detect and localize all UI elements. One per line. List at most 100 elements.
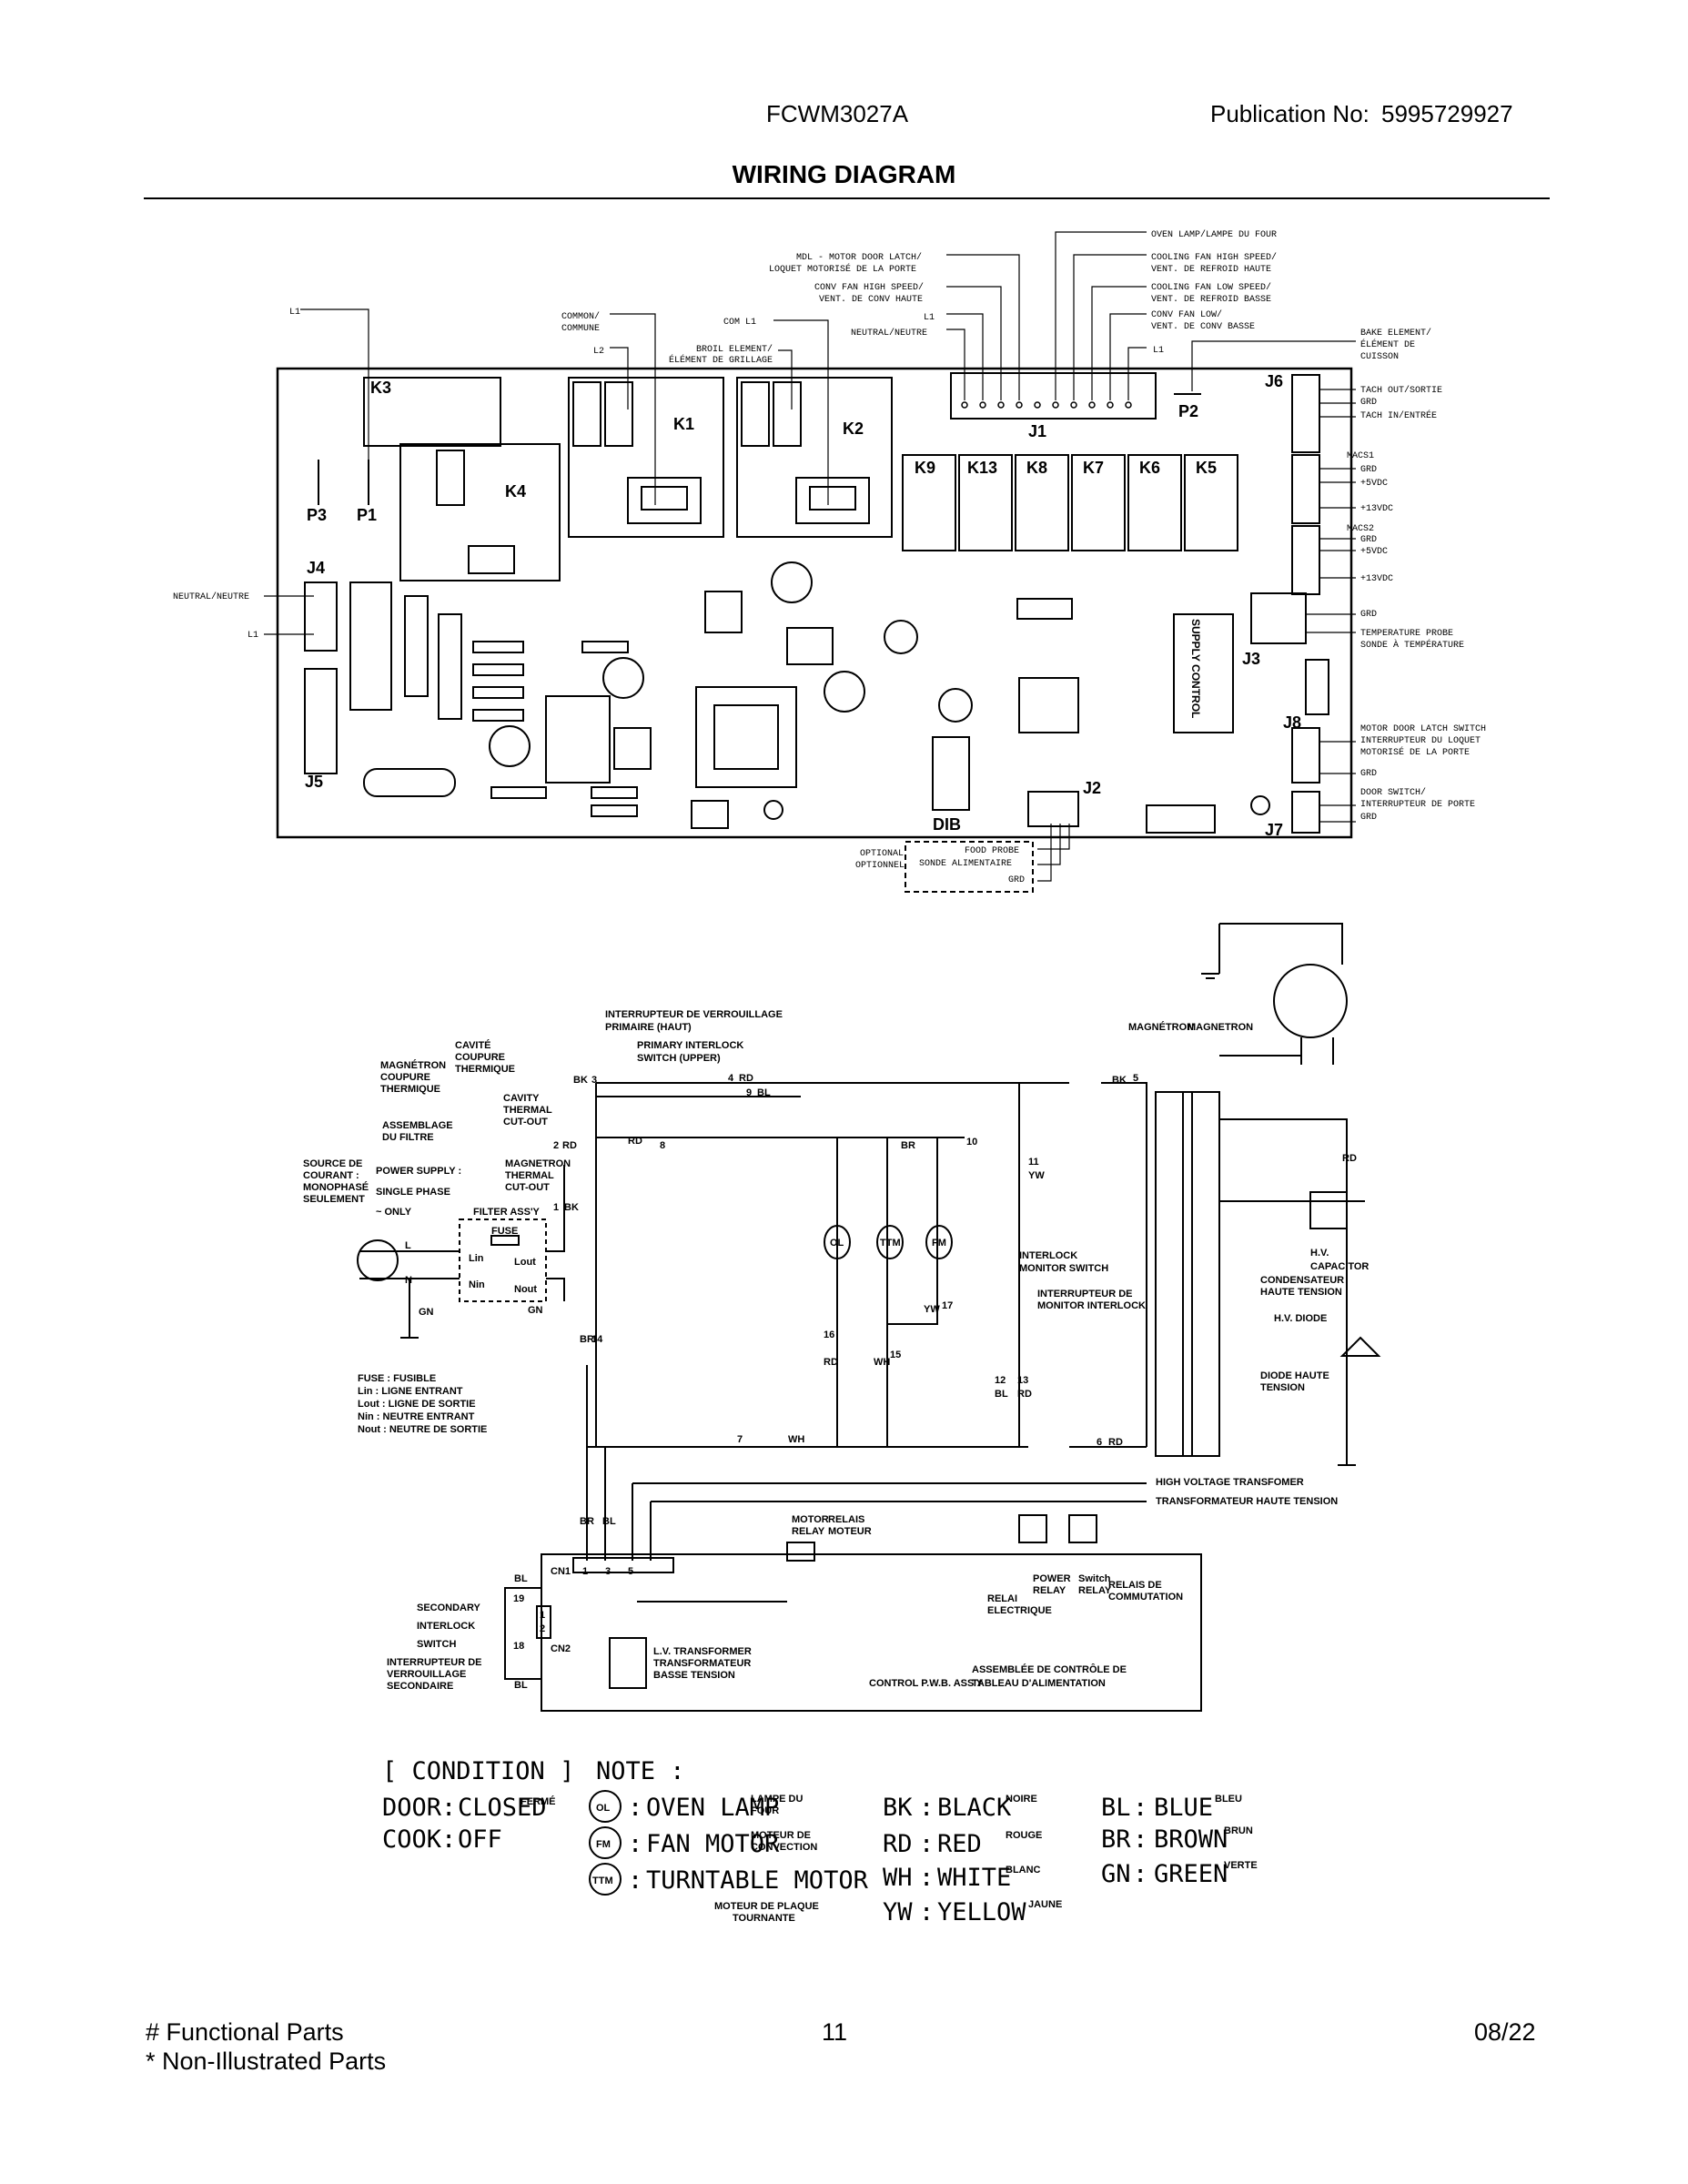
diagram-label: INTERRUPTEUR DE VERROUILLAGE [605, 1009, 783, 1020]
diagram-label: VENT. DE CONV HAUTE [819, 295, 923, 305]
publication-label: Publication No: [1210, 100, 1370, 127]
diagram-label: 12 [995, 1375, 1006, 1386]
diagram-label: RD [1342, 1153, 1357, 1164]
diagram-label: INTERLOCK [417, 1621, 475, 1632]
diagram-label: BL [514, 1680, 528, 1691]
diagram-label: BL [1101, 1794, 1131, 1822]
diagram-label: BL [514, 1573, 528, 1584]
diagram-label: OPTIONAL [860, 849, 904, 859]
diagram-label: BLUE [1154, 1794, 1213, 1822]
diagram-label: DOOR [382, 1794, 442, 1822]
relay-k7 [1071, 454, 1126, 551]
connector-j1 [950, 372, 1157, 420]
diagram-label: Nin [469, 1279, 485, 1290]
relay-k9 [902, 454, 956, 551]
diagram-label: BK [564, 1202, 579, 1213]
diagram-label: MAGNÉTRON [380, 1059, 446, 1071]
magnetron-symbol [1273, 964, 1348, 1038]
diagram-label: CAVITÉ [455, 1039, 491, 1051]
diagram-label: CLOSED [458, 1794, 547, 1822]
diagram-label: GRD [1360, 398, 1377, 408]
diagram-label: BK [573, 1075, 588, 1086]
diagram-label: 16 [824, 1330, 834, 1340]
diagram-label: YW [1028, 1170, 1045, 1181]
diagram-label: GRD [1360, 465, 1377, 475]
diagram-label: CONDENSATEUR [1260, 1275, 1344, 1286]
diagram-label: : [919, 1794, 934, 1822]
diagram-label: CONVECTION [751, 1842, 817, 1853]
diagram-label: POWER [1033, 1573, 1071, 1584]
diagram-label: COUPURE [455, 1052, 505, 1063]
connector-j7 [1291, 791, 1320, 834]
diagram-label: YELLOW [937, 1898, 1026, 1926]
diagram-label: COM L1 [723, 318, 756, 328]
diagram-label: +5VDC [1360, 479, 1388, 489]
diagram-label: 17 [942, 1300, 953, 1311]
diagram-label: RD [562, 1140, 577, 1151]
diagram-label: : [919, 1864, 934, 1892]
diagram-label: INTERRUPTEUR DE PORTE [1360, 800, 1475, 810]
relay-label-k1: K1 [673, 415, 694, 433]
diagram-label: BK [1112, 1075, 1127, 1086]
diagram-label: 14 [591, 1334, 603, 1345]
diagram-label: OL [596, 1803, 611, 1814]
connector-label-j5: J5 [305, 773, 323, 791]
diagram-label: GRD [1360, 535, 1377, 545]
diagram-label: BROIL ELEMENT/ [696, 344, 773, 355]
diagram-label: YW [883, 1898, 913, 1926]
diagram-label: L1 [1153, 346, 1164, 356]
diagram-label: OVEN LAMP [646, 1794, 779, 1822]
footer-non-illustrated-parts: * Non-Illustrated Parts [146, 2048, 387, 2075]
diagram-label: L.V. TRANSFORMER [653, 1646, 752, 1657]
diagram-label: VERROUILLAGE [387, 1669, 466, 1680]
diagram-label: MONOPHASÉ [303, 1181, 369, 1193]
diagram-label: Nin : NEUTRE ENTRANT [358, 1411, 475, 1422]
diagram-label: WH [874, 1357, 890, 1368]
diagram-label: SOURCE DE [303, 1158, 362, 1169]
diagram-label: : [1133, 1825, 1147, 1854]
diagram-label: 13 [1017, 1375, 1028, 1386]
diagram-label: VENT. DE REFROID BASSE [1151, 295, 1271, 305]
diagram-label: LAMPE DU [751, 1794, 804, 1805]
legend: [ CONDITION ] DOOR : CLOSED FERMÉ COOK :… [382, 1757, 685, 1854]
page-title: WIRING DIAGRAM [732, 160, 956, 188]
diagram-label: TACH OUT/SORTIE [1360, 385, 1442, 396]
diagram-label: TURNTABLE MOTOR [646, 1866, 869, 1895]
diagram-label: : [441, 1825, 456, 1854]
diagram-label: RELAIS [828, 1514, 864, 1525]
relay-label-k8: K8 [1026, 459, 1047, 477]
diagram-label: 5 [628, 1566, 633, 1577]
diagram-label: TTM [880, 1238, 901, 1249]
diagram-label: MOTOR DOOR LATCH SWITCH [1360, 724, 1486, 734]
connector-label-p1: P1 [357, 506, 377, 524]
diagram-label: THERMIQUE [380, 1084, 440, 1095]
diagram-label: FM [932, 1238, 946, 1249]
diagram-label: RELAIS DE [1108, 1580, 1162, 1591]
diagram-label: 15 [890, 1350, 901, 1360]
connector-dib [932, 736, 970, 811]
diagram-label: INTERLOCK [1019, 1250, 1077, 1261]
relay-k2 [736, 377, 893, 538]
diagram-label: JAUNE [1028, 1899, 1062, 1910]
diagram-label: TACH IN/ENTRÉE [1360, 409, 1437, 421]
diagram-label: MAGNETRON [1188, 1022, 1253, 1033]
diagram-label: GN [528, 1305, 543, 1316]
connector-j5 [304, 668, 338, 774]
diagram-label: GRD [1360, 769, 1377, 779]
relay-k4 [399, 443, 561, 581]
connector-label-j1: J1 [1028, 422, 1046, 440]
diagram-label: Lin [469, 1253, 484, 1264]
condition-title: [ CONDITION ] [382, 1757, 574, 1785]
diagram-label: H.V. DIODE [1274, 1313, 1327, 1324]
diagram-label: Nout : NEUTRE DE SORTIE [358, 1424, 487, 1435]
diagram-label: DOOR SWITCH/ [1360, 787, 1426, 798]
connector-label-j6: J6 [1265, 372, 1283, 390]
connector-j3 [1250, 592, 1307, 644]
relay-label-k4: K4 [505, 482, 526, 500]
diagram-label: : [628, 1830, 642, 1858]
diagram-label: MACS1 [1347, 451, 1374, 461]
diagram-label: CN1 [551, 1566, 571, 1577]
diagram-label: 5 [1133, 1073, 1138, 1084]
diagram-label: CONV FAN HIGH SPEED/ [814, 282, 924, 293]
power-plug [357, 1239, 399, 1281]
